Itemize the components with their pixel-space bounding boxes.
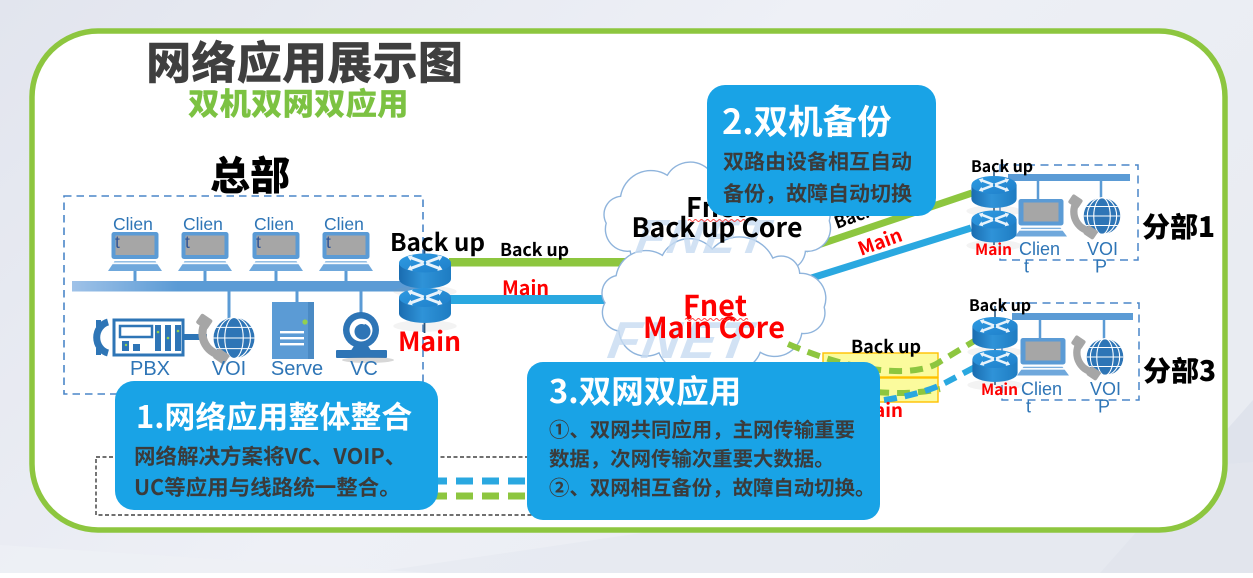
svg-text:FNET: FNET — [604, 312, 760, 370]
svg-text:Clien: Clien — [254, 214, 294, 234]
svg-text:P: P — [1098, 397, 1110, 417]
svg-text:Serve: Serve — [271, 358, 323, 380]
svg-text:VOI: VOI — [212, 358, 246, 380]
svg-text:Clien: Clien — [113, 214, 153, 234]
svg-text:VOI: VOI — [1090, 379, 1121, 399]
svg-text:VOI: VOI — [1087, 239, 1118, 259]
svg-text:t: t — [185, 232, 190, 252]
svg-text:t: t — [256, 232, 261, 252]
svg-text:Clien: Clien — [324, 214, 364, 234]
svg-text:P: P — [1095, 257, 1107, 277]
svg-text:t: t — [1026, 397, 1031, 417]
svg-text:VC: VC — [350, 358, 378, 380]
svg-text:Clien: Clien — [1021, 379, 1062, 399]
svg-text:t: t — [1024, 257, 1029, 277]
svg-text:PBX: PBX — [130, 358, 170, 380]
svg-text:Clien: Clien — [183, 214, 223, 234]
svg-text:t: t — [115, 232, 120, 252]
svg-text:Clien: Clien — [1019, 239, 1060, 259]
svg-text:t: t — [326, 232, 331, 252]
